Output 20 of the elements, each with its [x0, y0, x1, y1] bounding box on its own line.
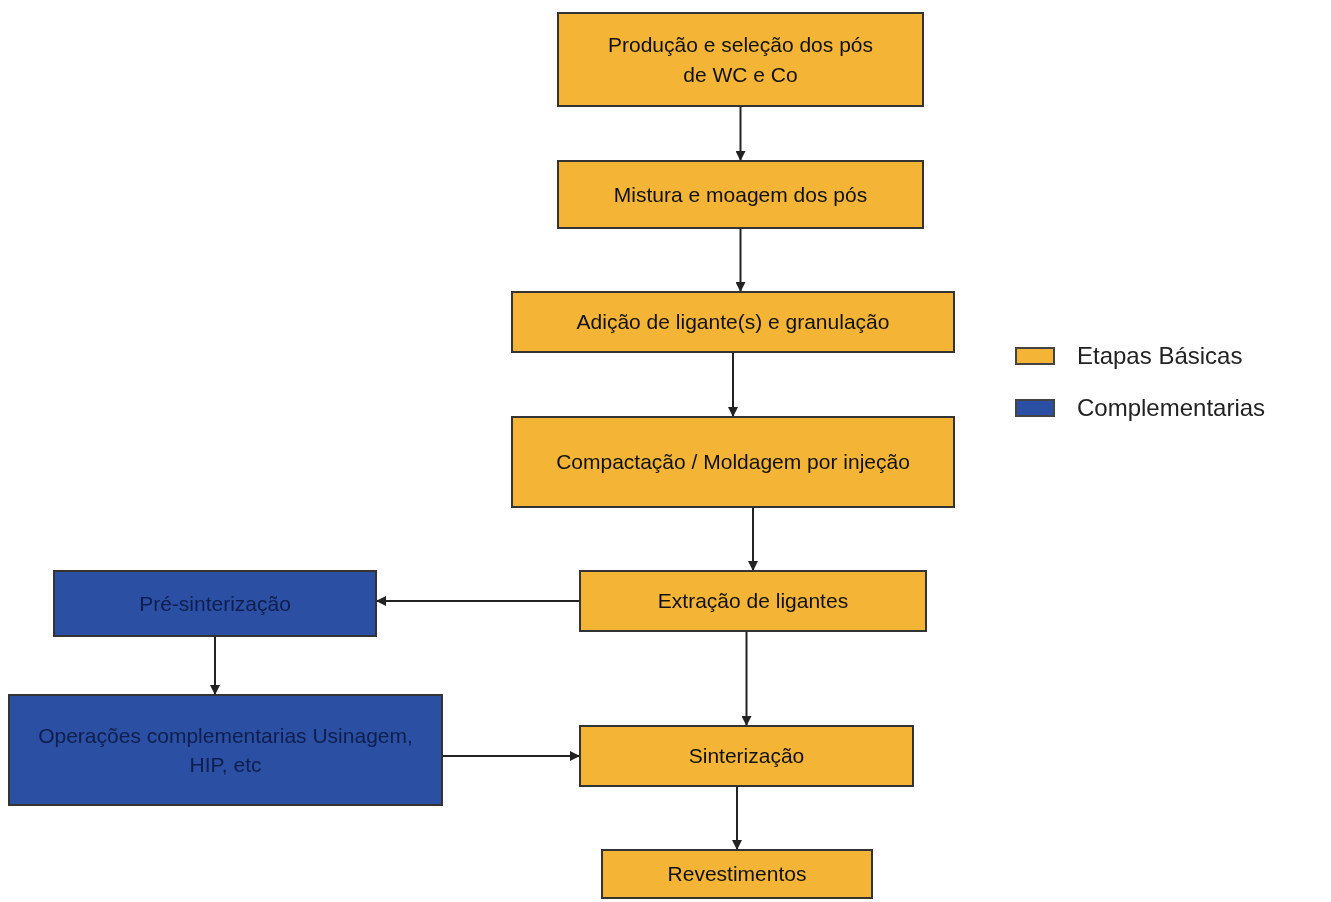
legend-label: Complementarias	[1077, 394, 1266, 422]
arrow	[442, 751, 580, 761]
process-box: Compactação / Moldagem por injeção	[511, 416, 955, 508]
arrow	[376, 596, 580, 606]
process-box: Adição de ligante(s) e granulação	[511, 291, 955, 353]
arrow	[735, 228, 746, 292]
arrow	[748, 507, 758, 571]
process-box: Revestimentos	[601, 849, 873, 899]
arrow	[728, 352, 738, 417]
arrow	[735, 106, 746, 161]
arrow	[732, 786, 742, 850]
arrow	[741, 631, 752, 726]
process-box: Produção e seleção dos pós de WC e Co	[557, 12, 924, 107]
process-box: Sinterização	[579, 725, 914, 787]
process-box: Extração de ligantes	[579, 570, 927, 632]
process-box: Operações complementarias Usinagem, HIP, etc	[8, 694, 443, 806]
process-box: Pré-sinterização	[53, 570, 377, 637]
process-box: Mistura e moagem dos pós	[557, 160, 924, 229]
legend-label: Etapas Básicas	[1077, 342, 1243, 370]
arrow	[210, 636, 220, 695]
